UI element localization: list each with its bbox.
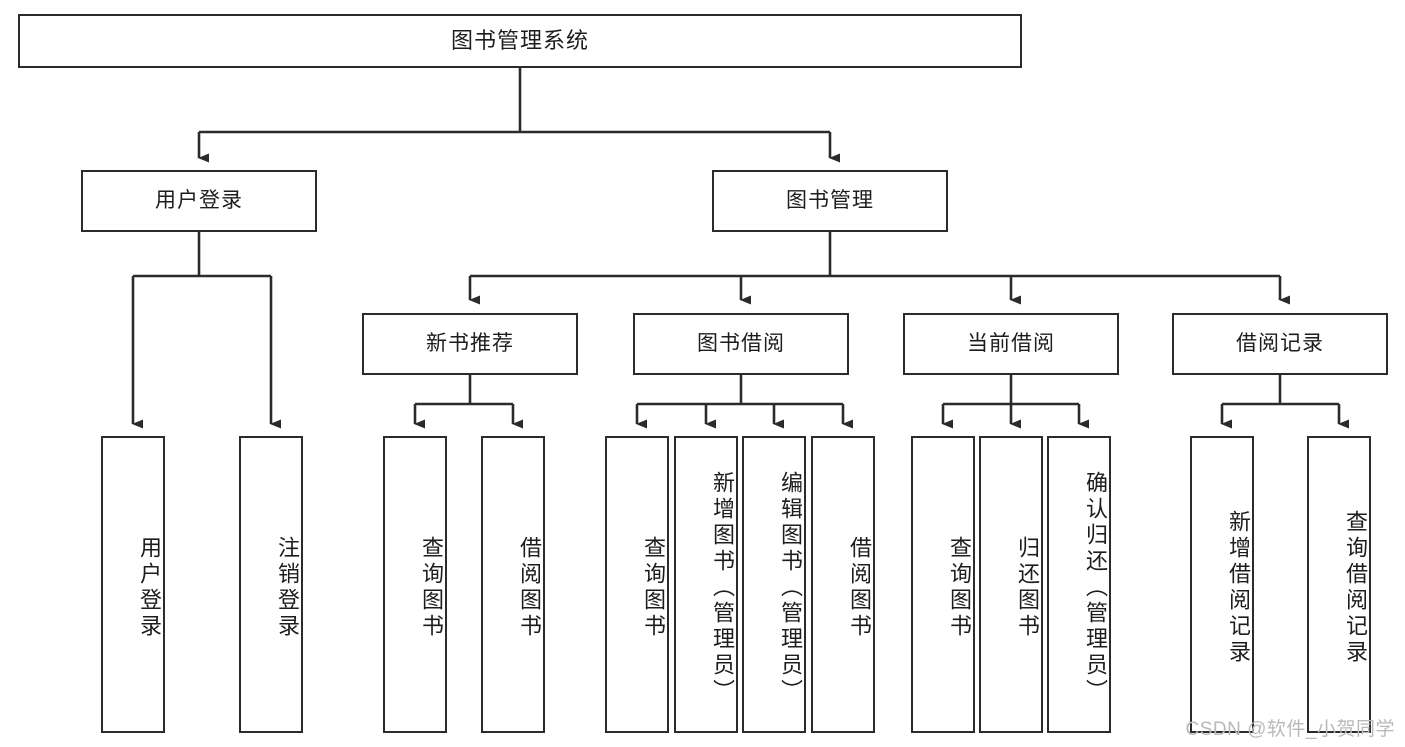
node-label: 查询图书: [947, 535, 972, 640]
csdn-watermark: CSDN @软件_小贺同学: [1185, 719, 1395, 740]
node-root-book-management-system[interactable]: 图书管理系统: [18, 14, 1022, 68]
node-label: 新增借阅记录: [1226, 509, 1251, 666]
node-label: 图书借阅: [697, 332, 785, 356]
leaf-add-borrow-record[interactable]: 新增借阅记录: [1190, 436, 1254, 733]
node-label: 确认归还（管理员）: [1083, 470, 1108, 705]
node-borrowing-record[interactable]: 借阅记录: [1172, 313, 1388, 375]
leaf-borrow-book-new-rec[interactable]: 借阅图书: [481, 436, 545, 733]
leaf-query-book-new-rec[interactable]: 查询图书: [383, 436, 447, 733]
leaf-query-book-borrow[interactable]: 查询图书: [605, 436, 669, 733]
node-book-borrowing[interactable]: 图书借阅: [633, 313, 849, 375]
node-label: 借阅图书: [517, 535, 542, 640]
leaf-query-borrow-record[interactable]: 查询借阅记录: [1307, 436, 1371, 733]
node-label: 编辑图书（管理员）: [778, 470, 803, 705]
node-label: 查询图书: [641, 535, 666, 640]
node-label: 借阅记录: [1236, 332, 1324, 356]
leaf-query-book-current[interactable]: 查询图书: [911, 436, 975, 733]
leaf-add-book-admin[interactable]: 新增图书（管理员）: [674, 436, 738, 733]
node-label: 用户登录: [155, 189, 243, 213]
node-book-management[interactable]: 图书管理: [712, 170, 948, 232]
node-label: 新书推荐: [426, 332, 514, 356]
leaf-return-book[interactable]: 归还图书: [979, 436, 1043, 733]
leaf-logout-login[interactable]: 注销登录: [239, 436, 303, 733]
node-user-login[interactable]: 用户登录: [81, 170, 317, 232]
node-current-borrowing[interactable]: 当前借阅: [903, 313, 1119, 375]
node-label: 图书管理系统: [450, 27, 589, 53]
leaf-borrow-book[interactable]: 借阅图书: [811, 436, 875, 733]
leaf-edit-book-admin[interactable]: 编辑图书（管理员）: [742, 436, 806, 733]
node-label: 归还图书: [1015, 535, 1040, 640]
node-label: 借阅图书: [847, 535, 872, 640]
node-label: 查询图书: [419, 535, 444, 640]
leaf-user-login[interactable]: 用户登录: [101, 436, 165, 733]
node-label: 查询借阅记录: [1343, 509, 1368, 666]
leaf-confirm-return-admin[interactable]: 确认归还（管理员）: [1047, 436, 1111, 733]
node-label: 新增图书（管理员）: [710, 470, 735, 705]
node-label: 注销登录: [275, 535, 300, 640]
node-label: 用户登录: [137, 535, 162, 640]
node-label: 当前借阅: [967, 332, 1055, 356]
node-new-book-recommendation[interactable]: 新书推荐: [362, 313, 578, 375]
node-label: 图书管理: [786, 189, 874, 213]
